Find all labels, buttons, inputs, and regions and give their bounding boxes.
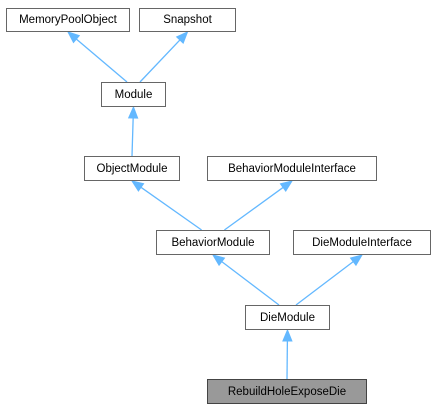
inheritance-arrow — [211, 254, 280, 306]
arrowhead-icon — [282, 328, 293, 342]
inheritance-line — [295, 261, 354, 306]
class-node-die-module[interactable]: DieModule — [245, 305, 330, 330]
arrowhead-icon — [211, 254, 226, 267]
inheritance-arrow — [66, 31, 128, 83]
class-node-object-module[interactable]: ObjectModule — [84, 156, 180, 181]
class-node-module[interactable]: Module — [101, 82, 166, 107]
class-node-snapshot[interactable]: Snapshot — [139, 8, 236, 32]
inheritance-arrow — [282, 328, 293, 380]
inheritance-arrow — [224, 180, 294, 231]
class-node-die-module-interface[interactable]: DieModuleInterface — [293, 230, 431, 255]
arrowhead-icon — [279, 180, 294, 192]
inheritance-arrow — [130, 180, 202, 231]
arrowhead-icon — [127, 105, 139, 119]
arrowhead-icon — [66, 31, 81, 44]
inheritance-arrow — [127, 105, 139, 157]
inheritance-line — [139, 39, 181, 83]
class-node-behavior-module[interactable]: BehaviorModule — [156, 230, 270, 255]
arrowhead-icon — [130, 180, 145, 192]
arrowhead-icon — [175, 31, 189, 44]
inheritance-arrow — [139, 31, 189, 83]
inheritance-arrow — [295, 254, 364, 306]
inheritance-line — [140, 186, 202, 231]
inheritance-line — [221, 261, 280, 306]
class-node-behavior-module-interface[interactable]: BehaviorModuleInterface — [207, 156, 377, 181]
arrowhead-icon — [349, 254, 364, 267]
inheritance-line — [224, 186, 284, 231]
class-node-memory-pool-object[interactable]: MemoryPoolObject — [6, 8, 130, 32]
inheritance-line — [75, 38, 128, 83]
inheritance-line — [131, 117, 134, 157]
class-node-rebuild-hole-expose-die: RebuildHoleExposeDie — [207, 379, 367, 404]
